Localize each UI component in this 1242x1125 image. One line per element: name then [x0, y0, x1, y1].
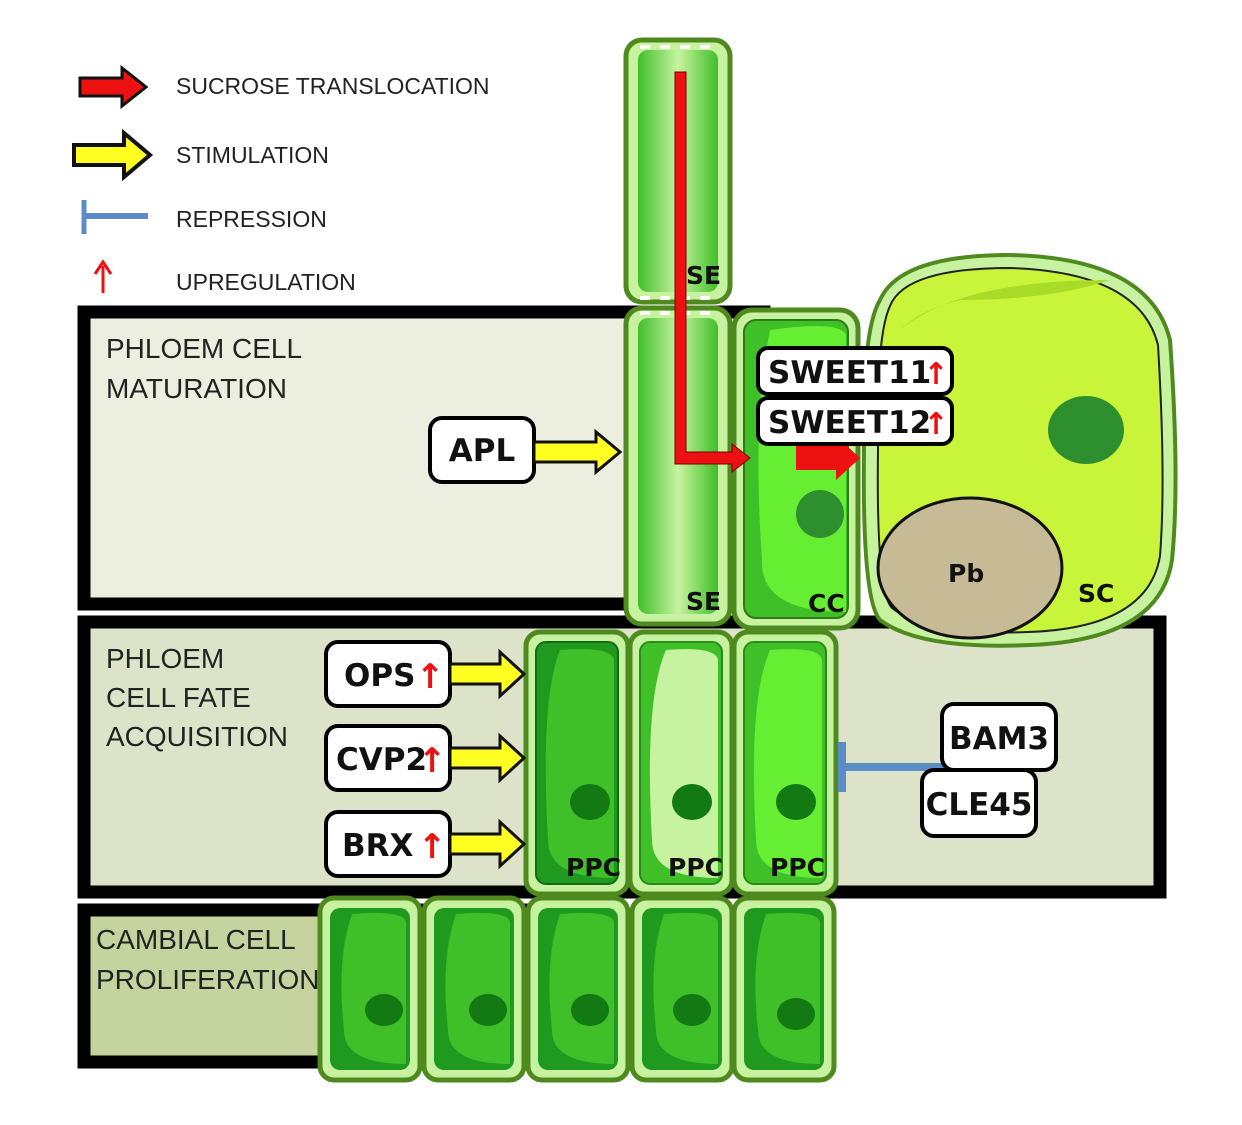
ppc-cell-1 — [523, 629, 631, 897]
pb-label: Pb — [948, 559, 984, 588]
fate-zone-label-line3: ACQUISITION — [106, 721, 288, 752]
sweet12-gene-box — [756, 396, 954, 446]
legend-repression-label: REPRESSION — [176, 206, 327, 232]
cle45-gene-label: CLE45 — [926, 787, 1033, 823]
cambial-cell-3 — [525, 895, 631, 1083]
ops-stimulation-arrow-icon — [448, 648, 527, 700]
legend-translocation-label: SUCROSE TRANSLOCATION — [176, 73, 490, 99]
bam3-cle45-repression-icon — [838, 742, 944, 792]
cle45-gene-box — [920, 768, 1038, 838]
cambial-cell-1 — [317, 895, 423, 1083]
maturation-zone-label-line1: PHLOEM CELL — [106, 333, 302, 364]
cambial-zone-label-line1: CAMBIAL CELL — [96, 924, 296, 955]
ppc-cell-3 — [731, 629, 839, 897]
ppc-1-label: PPC — [566, 853, 621, 882]
bam3-gene-label: BAM3 — [949, 721, 1049, 757]
sweet12-upregulation-icon: ↑ — [923, 407, 948, 442]
sweet12-gene-label: SWEET12 — [768, 405, 931, 441]
brx-gene-label: BRX — [342, 828, 413, 864]
cvp2-upregulation-icon: ↑ — [418, 741, 447, 781]
apl-stimulation-arrow-icon — [532, 428, 623, 476]
brx-stimulation-arrow-icon — [448, 818, 527, 870]
cambial-cell-2 — [421, 895, 527, 1083]
legend-translocation-arrow-icon — [78, 64, 149, 110]
apl-gene-label: APL — [449, 433, 515, 469]
cambial-cell-5 — [731, 895, 837, 1083]
ops-upregulation-icon: ↑ — [416, 657, 445, 697]
sc-label: SC — [1078, 579, 1114, 608]
sink-cell — [861, 252, 1178, 648]
se-upper-label: SE — [686, 261, 721, 290]
ops-gene-label: OPS — [344, 658, 415, 694]
legend-stimulation-arrow-icon — [72, 128, 154, 182]
ppc-cell-2 — [627, 629, 735, 897]
sucrose-translocation-path-icon — [674, 71, 751, 474]
fate-zone-label-line2: CELL FATE — [106, 682, 251, 713]
sucrose-export-arrow-icon — [796, 436, 860, 480]
sweet11-gene-label: SWEET11 — [768, 355, 931, 391]
ppc-3-label: PPC — [770, 853, 825, 882]
se-lower-label: SE — [686, 587, 721, 616]
cc-label: CC — [808, 589, 845, 618]
sweet11-upregulation-icon: ↑ — [923, 357, 948, 392]
sieve-element-lower — [623, 305, 733, 627]
legend-stimulation-label: STIMULATION — [176, 142, 329, 168]
cambial-zone-label-line2: PROLIFERATION — [96, 964, 320, 995]
legend-repression-icon — [81, 200, 148, 234]
fate-zone-label-line1: PHLOEM — [106, 643, 224, 674]
brx-upregulation-icon: ↑ — [418, 827, 447, 867]
legend: SUCROSE TRANSLOCATION STIMULATION REPRES… — [72, 64, 490, 295]
sweet11-gene-box — [756, 346, 954, 396]
cambial-cell-4 — [629, 895, 735, 1083]
ppc-2-label: PPC — [668, 853, 723, 882]
legend-upregulation-arrow-icon — [93, 259, 113, 293]
maturation-zone-label-line2: MATURATION — [106, 373, 287, 404]
cvp2-gene-label: CVP2 — [336, 742, 427, 778]
legend-upregulation-label: UPREGULATION — [176, 269, 356, 295]
cvp2-stimulation-arrow-icon — [448, 732, 527, 784]
